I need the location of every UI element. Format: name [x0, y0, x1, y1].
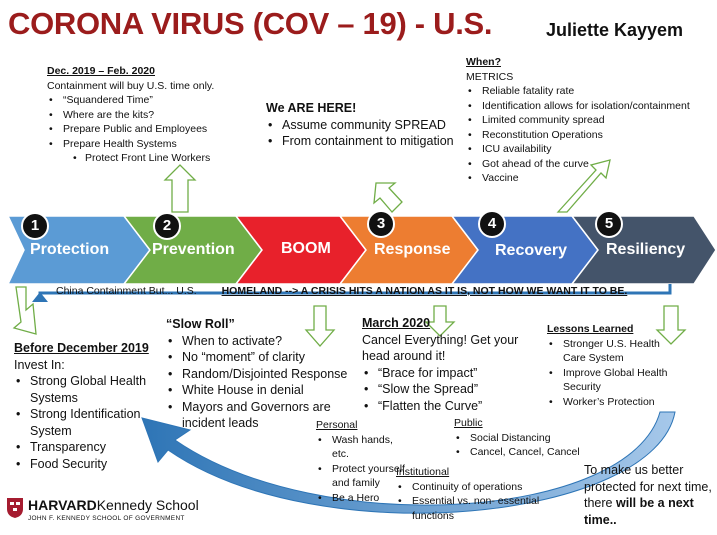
down-arrow-march	[424, 305, 456, 337]
slow-roll-block: “Slow Roll” When to activate? No “moment…	[166, 316, 366, 432]
stage-label-recovery: Recovery	[495, 242, 568, 259]
personal-heading: Personal	[316, 419, 358, 431]
personal-block: Personal Wash hands, etc. Protect yourse…	[316, 418, 412, 505]
list-item: Identification allows for isolation/cont…	[466, 99, 716, 114]
we-are-here-block: We ARE HERE! Assume community SPREAD Fro…	[266, 100, 456, 150]
list-item: Improve Global Health Security	[547, 366, 677, 395]
homeland-left: China Containment But... U.S.	[56, 285, 197, 297]
march-heading: March 2020	[362, 316, 431, 330]
stage-label-resiliency: Resiliency	[606, 241, 686, 258]
list-item: Cancel, Cancel, Cancel	[454, 445, 584, 460]
stage-number-5: 5	[595, 210, 623, 238]
stage-number-4: 4	[478, 210, 506, 238]
logo-brand1: HARVARD	[28, 497, 97, 513]
list-item: Strong Identification System	[14, 406, 164, 439]
list-item: Stronger U.S. Health Care System	[547, 337, 677, 366]
list-item: Limited community spread	[466, 113, 716, 128]
before-dec-block: Before December 2019 Invest In: Strong G…	[14, 340, 164, 472]
list-item: Social Distancing	[454, 431, 584, 446]
logo-subline: JOHN F. KENNEDY SCHOOL OF GOVERNMENT	[28, 515, 185, 522]
march-intro: Cancel Everything! Get your head around …	[362, 332, 519, 364]
dec-list: “Squandered Time” Where are the kits? Pr…	[47, 93, 257, 151]
list-item: Transparency	[14, 439, 164, 456]
harvard-shield-icon	[7, 498, 23, 518]
when-heading: When?	[466, 56, 501, 68]
list-item: Reliable fatality rate	[466, 84, 716, 99]
list-item: Be a Hero	[316, 491, 412, 506]
list-item: Mayors and Governors are incident leads	[166, 399, 366, 432]
list-item: Assume community SPREAD	[266, 117, 456, 134]
closing-a: To make us better protected for next tim…	[584, 463, 712, 510]
dec-heading: Dec. 2019 – Feb. 2020	[47, 65, 155, 77]
list-item: Protect yourself and family	[316, 462, 412, 491]
list-item: When to activate?	[166, 333, 366, 350]
list-item: “Brace for impact”	[362, 365, 542, 382]
list-item: Strong Global Health Systems	[14, 373, 164, 406]
closing-text: To make us better protected for next tim…	[584, 462, 716, 528]
stage-label-prevention: Prevention	[152, 241, 235, 258]
list-item: Prepare Health Systems	[47, 137, 257, 152]
list-item: Got ahead of the curve	[466, 157, 716, 172]
list-item: Reconstitution Operations	[466, 128, 716, 143]
list-item: Protect Front Line Workers	[47, 151, 257, 166]
up-arrow-response	[373, 182, 403, 213]
stage-number-2: 2	[153, 212, 181, 240]
institutional-block: Institutional Continuity of operations E…	[396, 465, 556, 523]
list-item: Vaccine	[466, 171, 716, 186]
dec-intro: Containment will buy U.S. time only.	[47, 79, 215, 92]
list-item: ICU availability	[466, 142, 716, 157]
down-arrow-protection	[12, 286, 37, 335]
list-item: Prepare Public and Employees	[47, 122, 257, 137]
up-arrow-prevention	[163, 164, 197, 213]
public-block: Public Social Distancing Cancel, Cancel,…	[454, 416, 584, 460]
list-item: From containment to mitigation	[266, 133, 456, 150]
stage-label-protection: Protection	[30, 241, 110, 258]
logo-brand2: Kennedy School	[96, 497, 199, 513]
public-heading: Public	[454, 417, 483, 429]
list-item: Worker’s Protection	[547, 395, 677, 410]
list-item: “Slow the Spread”	[362, 381, 542, 398]
list-item: “Squandered Time”	[47, 93, 257, 108]
list-item: “Flatten the Curve”	[362, 398, 542, 415]
down-arrow-lessons	[655, 305, 687, 345]
march-block: March 2020 Cancel Everything! Get your h…	[362, 315, 542, 414]
list-item: Essential vs. non- essential functions	[396, 494, 556, 523]
list-item: Random/Disjointed Response	[166, 366, 366, 383]
homeland-line: China Containment But... U.S. HOMELAND -…	[56, 285, 668, 297]
stage-number-3: 3	[367, 210, 395, 238]
here-heading: We ARE HERE!	[266, 101, 357, 115]
stage-label-response: Response	[374, 241, 451, 258]
lessons-heading: Lessons Learned	[547, 323, 634, 335]
homeland-right: HOMELAND --> A CRISIS HITS A NATION AS I…	[221, 285, 628, 297]
before-intro: Invest In:	[14, 357, 65, 372]
homeland-arrow	[32, 284, 672, 302]
stage-number-1: 1	[21, 212, 49, 240]
list-item: Continuity of operations	[396, 480, 556, 495]
slow-heading: “Slow Roll”	[166, 317, 235, 331]
lessons-block: Lessons Learned Stronger U.S. Health Car…	[547, 322, 677, 409]
when-block: When? METRICS Reliable fatality rate Ide…	[466, 55, 716, 186]
metrics-label: METRICS	[466, 70, 514, 83]
author-name: Juliette Kayyem	[546, 20, 684, 40]
before-heading: Before December 2019	[14, 341, 149, 355]
list-item: Where are the kits?	[47, 108, 257, 123]
stage-label-boom: BOOM	[281, 240, 331, 257]
page-title: CORONA VIRUS (COV – 19) - U.S.	[8, 6, 493, 41]
list-item: No “moment” of clarity	[166, 349, 366, 366]
institutional-heading: Institutional	[396, 466, 450, 478]
list-item: Food Security	[14, 456, 164, 473]
closing-b: will be a next time..	[584, 496, 694, 527]
list-item: Wash hands, etc.	[316, 433, 412, 462]
dec-feb-block: Dec. 2019 – Feb. 2020 Containment will b…	[47, 64, 257, 166]
list-item: White House in denial	[166, 382, 366, 399]
